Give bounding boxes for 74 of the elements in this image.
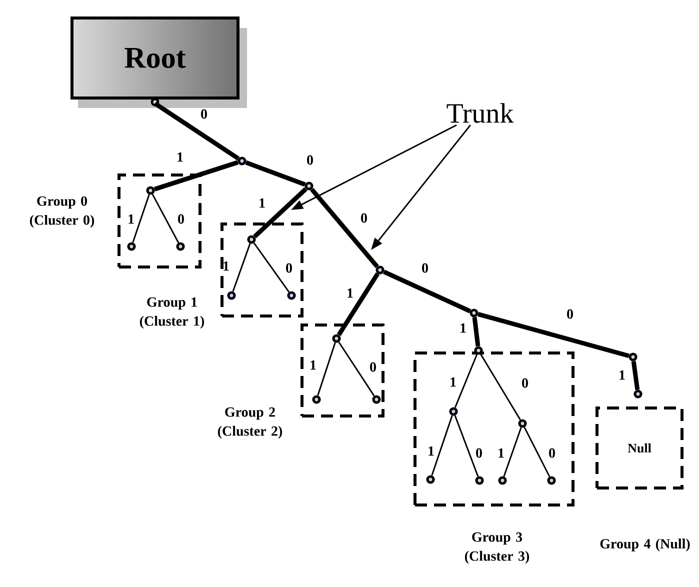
tree-branch (472, 317, 480, 346)
edge-label: 1 (178, 152, 183, 162)
edge-label: 0 (307, 155, 313, 165)
edge-label: 1 (128, 214, 134, 224)
tree-node (312, 395, 321, 404)
tree-node (146, 186, 155, 195)
edge-label: 1 (498, 448, 504, 458)
edge-label: 1 (224, 261, 229, 271)
edge-label: 1 (260, 198, 265, 208)
root-box: Root (70, 16, 247, 108)
tree-node (127, 242, 136, 251)
callout-text: Trunk (446, 103, 514, 123)
tree-branch (336, 272, 380, 336)
tree-branch (454, 354, 478, 408)
tree-branch (152, 194, 180, 244)
tree-node (474, 346, 483, 355)
group-label: Group 3 (Cluster 3) (464, 532, 530, 564)
tree-node (176, 242, 185, 251)
edge-label: 0 (201, 109, 207, 119)
edge-label: 1 (450, 377, 456, 387)
tree-branch (454, 415, 479, 477)
tree-branch (431, 415, 453, 476)
edge-label: 0 (178, 214, 184, 224)
edge-label: 1 (620, 370, 625, 380)
tree-node (475, 476, 484, 485)
tree-node (304, 182, 314, 190)
group-label: Group 2 (Cluster 2) (218, 407, 282, 439)
tree-branch (317, 342, 336, 396)
tree-node (227, 291, 236, 300)
tree-branch (478, 312, 630, 358)
group-label: Group 0 (Cluster 0) (30, 196, 94, 228)
tree-node (426, 475, 435, 484)
tree-branch (310, 188, 379, 268)
edge-label: 0 (522, 378, 528, 388)
tree-branch (503, 427, 522, 477)
tree-node (238, 156, 246, 166)
edge-label: 0 (567, 309, 573, 319)
tree-node (372, 395, 381, 404)
edge-label: 0 (549, 448, 555, 458)
edge-label: 0 (286, 263, 292, 273)
tree-branch (154, 160, 239, 192)
tree-node (376, 266, 384, 274)
tree-branch (480, 354, 521, 420)
tree-branch (524, 427, 550, 478)
tree-branch (253, 187, 308, 238)
tree-branch (154, 102, 240, 161)
edge-label: 0 (370, 362, 376, 372)
tree-branch (382, 270, 472, 314)
edge-label: 1 (310, 360, 316, 370)
tree-node (518, 419, 527, 428)
edge-label: 1 (348, 288, 353, 298)
box-text: Null (628, 443, 652, 453)
edge-label: 0 (476, 448, 482, 458)
edge-label: 0 (422, 263, 428, 273)
tree-node (247, 235, 256, 244)
tree-node (628, 352, 638, 362)
tree-node (470, 308, 478, 318)
tree-branch (253, 242, 290, 292)
tree-node (332, 334, 341, 343)
tree-branch (245, 160, 306, 187)
tree-node (287, 291, 296, 300)
tree-node (449, 407, 458, 416)
tree-branch (338, 342, 375, 396)
edge-label: 0 (361, 213, 367, 223)
group-label: Group 4 (Null) (600, 538, 690, 552)
tree-branch (232, 243, 251, 292)
tree-node (498, 476, 507, 485)
tree-branch (631, 360, 640, 390)
tree-node (634, 390, 642, 398)
group-label: Group 1 (Cluster 1) (140, 297, 204, 329)
edge-label: 1 (428, 446, 434, 456)
tree-node (547, 476, 556, 485)
edge-label: 1 (460, 323, 466, 333)
tree-branch (132, 194, 150, 243)
